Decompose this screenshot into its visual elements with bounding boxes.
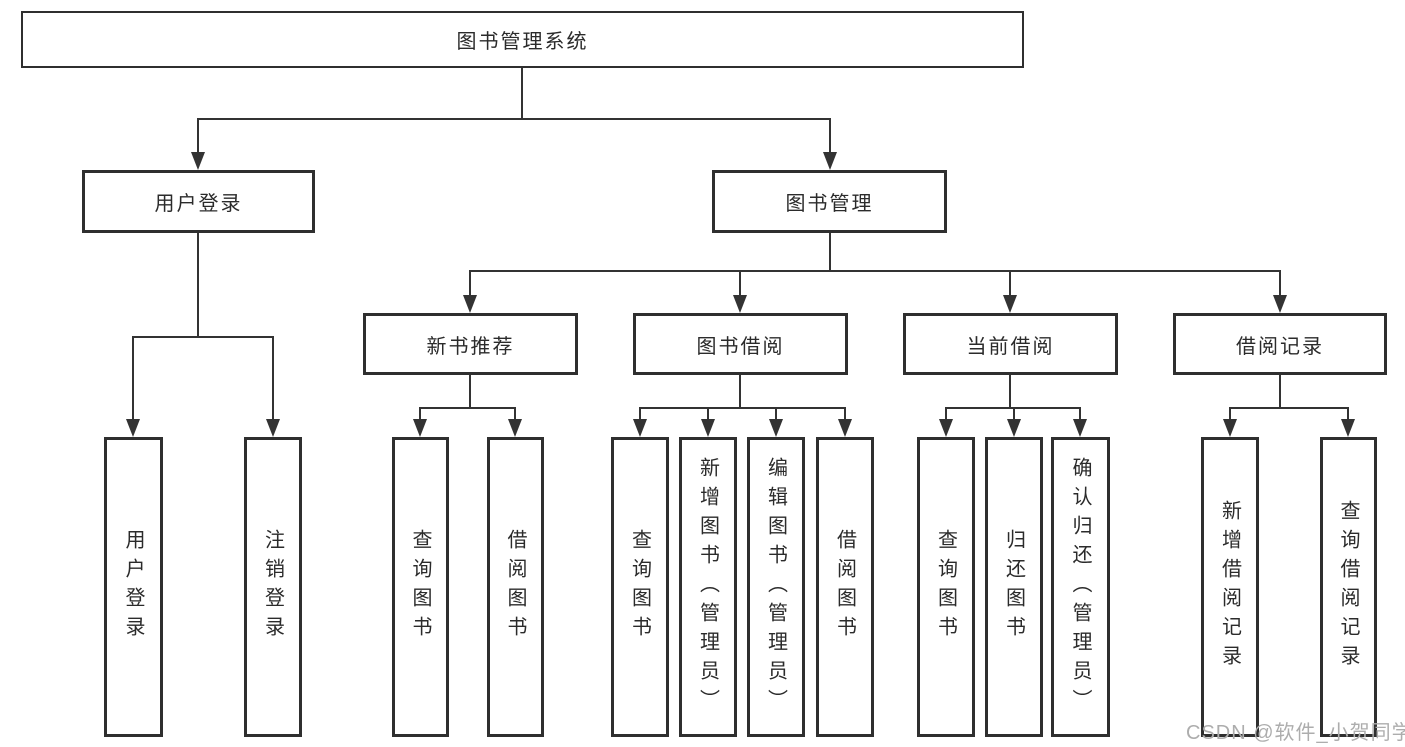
edge-arrowhead bbox=[191, 152, 205, 170]
edge-arrowhead bbox=[1003, 295, 1017, 313]
edge-line bbox=[1009, 270, 1011, 295]
edge-line bbox=[639, 407, 641, 419]
leaf-borrow-borrow-books: 借阅图书 bbox=[816, 437, 874, 737]
edge-line bbox=[1009, 375, 1011, 409]
leaf-current-query-books: 查询图书 bbox=[917, 437, 975, 737]
node-borrow-records: 借阅记录 bbox=[1173, 313, 1387, 375]
edge-arrowhead bbox=[733, 295, 747, 313]
edge-line bbox=[1229, 407, 1231, 419]
edge-arrowhead bbox=[823, 152, 837, 170]
leaf-records-add-record: 新增借阅记录 bbox=[1201, 437, 1259, 737]
node-current-borrow: 当前借阅 bbox=[903, 313, 1118, 375]
edge-line bbox=[707, 407, 709, 419]
edge-line bbox=[197, 118, 831, 120]
edge-line bbox=[775, 407, 777, 419]
leaf-current-confirm-return-admin: 确认归还（管理员） bbox=[1051, 437, 1110, 737]
edge-arrowhead bbox=[633, 419, 647, 437]
edge-line bbox=[1347, 407, 1349, 419]
edge-line bbox=[829, 118, 831, 152]
edge-line bbox=[1079, 407, 1081, 419]
edge-arrowhead bbox=[508, 419, 522, 437]
leaf-logout: 注销登录 bbox=[244, 437, 302, 737]
edge-line bbox=[469, 270, 471, 295]
edge-arrowhead bbox=[769, 419, 783, 437]
edge-line bbox=[514, 407, 516, 419]
node-new-book-recommend: 新书推荐 bbox=[363, 313, 578, 375]
edge-arrowhead bbox=[838, 419, 852, 437]
edge-line bbox=[1229, 407, 1349, 409]
node-user-login: 用户登录 bbox=[82, 170, 315, 233]
leaf-borrow-add-books-admin: 新增图书（管理员） bbox=[679, 437, 737, 737]
csdn-watermark: CSDN @软件_小贺同学 bbox=[1186, 722, 1405, 744]
edge-line bbox=[132, 336, 274, 338]
edge-line bbox=[419, 407, 516, 409]
leaf-user-login: 用户登录 bbox=[104, 437, 163, 737]
node-book-management: 图书管理 bbox=[712, 170, 947, 233]
edge-arrowhead bbox=[939, 419, 953, 437]
edge-line bbox=[521, 68, 523, 119]
leaf-current-return-books: 归还图书 bbox=[985, 437, 1043, 737]
leaf-records-query-record: 查询借阅记录 bbox=[1320, 437, 1377, 737]
edge-arrowhead bbox=[1273, 295, 1287, 313]
edge-line bbox=[469, 270, 1281, 272]
edge-line bbox=[197, 118, 199, 152]
edge-line bbox=[829, 233, 831, 272]
edge-arrowhead bbox=[126, 419, 140, 437]
edge-line bbox=[197, 233, 199, 338]
leaf-newbook-borrow-books: 借阅图书 bbox=[487, 437, 544, 737]
edge-line bbox=[272, 336, 274, 419]
edge-arrowhead bbox=[701, 419, 715, 437]
edge-line bbox=[739, 270, 741, 295]
edge-arrowhead bbox=[1223, 419, 1237, 437]
edge-line bbox=[1013, 407, 1015, 419]
node-book-borrow: 图书借阅 bbox=[633, 313, 848, 375]
edge-arrowhead bbox=[463, 295, 477, 313]
edge-arrowhead bbox=[413, 419, 427, 437]
edge-arrowhead bbox=[1341, 419, 1355, 437]
edge-line bbox=[945, 407, 947, 419]
leaf-borrow-edit-books-admin: 编辑图书（管理员） bbox=[747, 437, 805, 737]
edge-line bbox=[469, 375, 471, 409]
edge-line bbox=[639, 407, 845, 409]
edge-line bbox=[739, 375, 741, 409]
edge-line bbox=[1279, 375, 1281, 409]
leaf-borrow-query-books: 查询图书 bbox=[611, 437, 669, 737]
edge-line bbox=[132, 336, 134, 419]
edge-line bbox=[1279, 270, 1281, 295]
node-root-title: 图书管理系统 bbox=[21, 11, 1024, 68]
edge-line bbox=[419, 407, 421, 419]
leaf-newbook-query-books: 查询图书 bbox=[392, 437, 449, 737]
edge-arrowhead bbox=[1073, 419, 1087, 437]
edge-line bbox=[844, 407, 846, 419]
edge-arrowhead bbox=[266, 419, 280, 437]
edge-arrowhead bbox=[1007, 419, 1021, 437]
